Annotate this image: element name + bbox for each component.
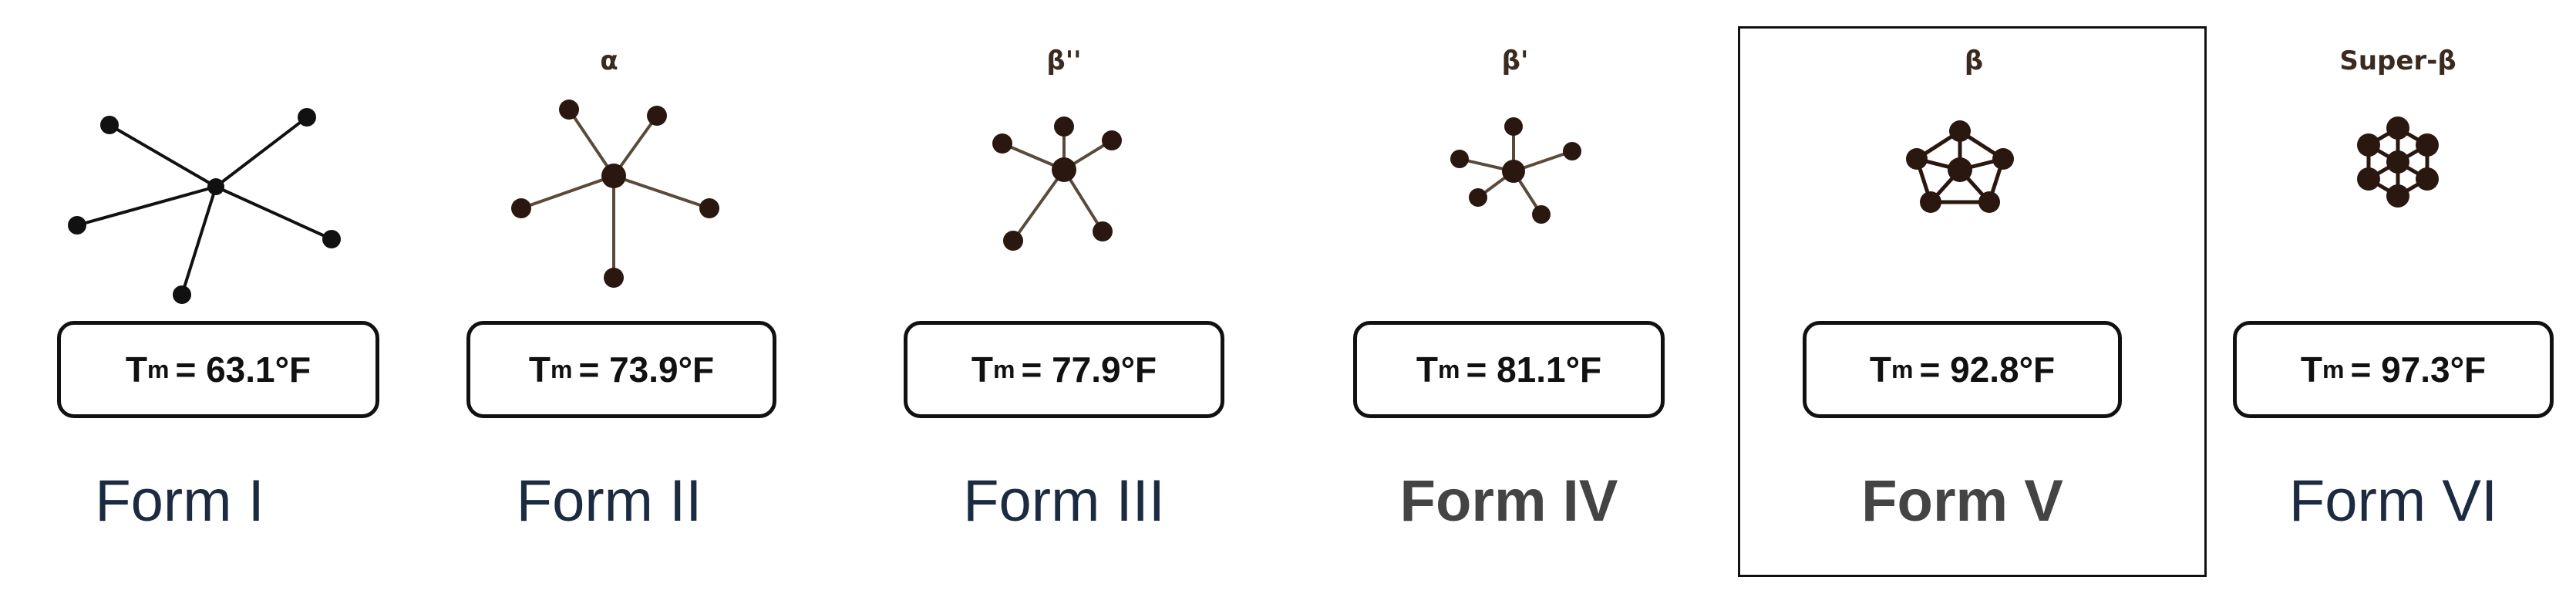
tm-value: = 92.8°F: [1919, 349, 2056, 390]
molecule-core-atom: [207, 178, 224, 195]
polymorph-label: Super-β: [2339, 46, 2456, 76]
molecule-bond: [214, 116, 308, 188]
polymorph-label: β'': [1046, 46, 1082, 76]
molecule-atom: [1906, 148, 1928, 170]
molecule-atom: [2416, 133, 2439, 157]
molecule-atom: [68, 216, 86, 235]
molecule-atom: [1003, 231, 1023, 251]
tm-subscript: m: [992, 355, 1015, 383]
molecule-bond: [520, 174, 615, 210]
molecule-atom: [173, 285, 191, 304]
molecule-atom: [1093, 221, 1113, 241]
molecule-atom: [2386, 184, 2409, 208]
molecule-atom: [1504, 117, 1523, 136]
tm-subscript: m: [146, 355, 170, 383]
molecule-atom: [322, 230, 341, 248]
form-vi-molecule: [2357, 116, 2439, 208]
molecule-atom: [699, 198, 719, 218]
molecule-atom: [1949, 120, 1971, 142]
molecule-bond: [108, 123, 217, 188]
molecule-atom: [2357, 167, 2380, 191]
molecule-core-atom: [2386, 150, 2409, 174]
form-i-molecule: [68, 108, 341, 304]
form-ii-molecule: [511, 100, 719, 288]
tm-value: = 97.3°F: [2350, 349, 2487, 390]
form-iv-molecule: [1450, 117, 1581, 224]
tm-subscript: m: [1891, 355, 1914, 383]
molecule-atom: [1054, 116, 1074, 137]
tm-subscript: m: [550, 355, 573, 383]
tm-subscript: m: [2322, 355, 2345, 383]
form-name: Form I: [95, 468, 264, 534]
molecule-atom: [1992, 148, 2014, 170]
molecule-bond: [1012, 168, 1066, 242]
molecule-bond: [214, 185, 333, 241]
form-name: Form IV: [1399, 468, 1618, 534]
form-iii-molecule: [992, 116, 1122, 251]
molecule-atom: [1469, 188, 1487, 207]
tm-symbol: T: [125, 349, 147, 390]
molecule-atom: [1978, 191, 2000, 213]
molecule-atom: [647, 106, 667, 126]
molecule-core-atom: [1052, 157, 1076, 182]
molecule-atom: [2357, 133, 2380, 157]
tm-value: = 77.9°F: [1021, 349, 1157, 390]
molecule-atom: [2386, 116, 2409, 140]
molecule-atom: [559, 100, 579, 120]
molecule-bond: [180, 185, 217, 296]
molecule-atom: [604, 268, 624, 288]
tm-value: = 73.9°F: [578, 349, 715, 390]
molecule-bond: [76, 185, 217, 227]
tm-value: = 63.1°F: [175, 349, 311, 390]
polymorph-label: β: [1964, 46, 1984, 76]
molecule-bond: [612, 174, 711, 210]
form-name: Form VI: [2288, 468, 2498, 534]
form-name: Form V: [1861, 468, 2063, 534]
tm-subscript: m: [1437, 355, 1460, 383]
molecule-atom: [1920, 191, 1941, 213]
molecule-atom: [100, 116, 119, 134]
form-v-highlight-frame: [1738, 26, 2207, 577]
tm-symbol: T: [971, 349, 993, 390]
polymorph-label: α: [600, 46, 618, 76]
molecule-atom: [298, 108, 316, 127]
tm-symbol: T: [1416, 349, 1438, 390]
molecule-bond: [567, 108, 615, 177]
tm-symbol: T: [1869, 349, 1891, 390]
molecule-core-atom: [1502, 160, 1525, 183]
form-name: Form II: [516, 468, 702, 534]
molecule-core-atom: [1948, 157, 1972, 182]
molecule-atom: [2416, 167, 2439, 191]
molecule-atom: [1563, 142, 1581, 160]
molecule-bond: [612, 114, 658, 177]
molecule-atom: [1532, 205, 1551, 224]
molecule-atom: [992, 133, 1012, 154]
molecule-atom: [511, 198, 531, 218]
molecule-atom: [1102, 130, 1122, 150]
tm-symbol: T: [528, 349, 551, 390]
molecule-atom: [1450, 150, 1469, 168]
form-v-molecule: [1906, 120, 2014, 213]
tm-symbol: T: [2300, 349, 2322, 390]
tm-value: = 81.1°F: [1466, 349, 1602, 390]
polymorph-label: β': [1501, 46, 1529, 76]
form-name: Form III: [963, 468, 1165, 534]
molecule-core-atom: [601, 164, 626, 188]
